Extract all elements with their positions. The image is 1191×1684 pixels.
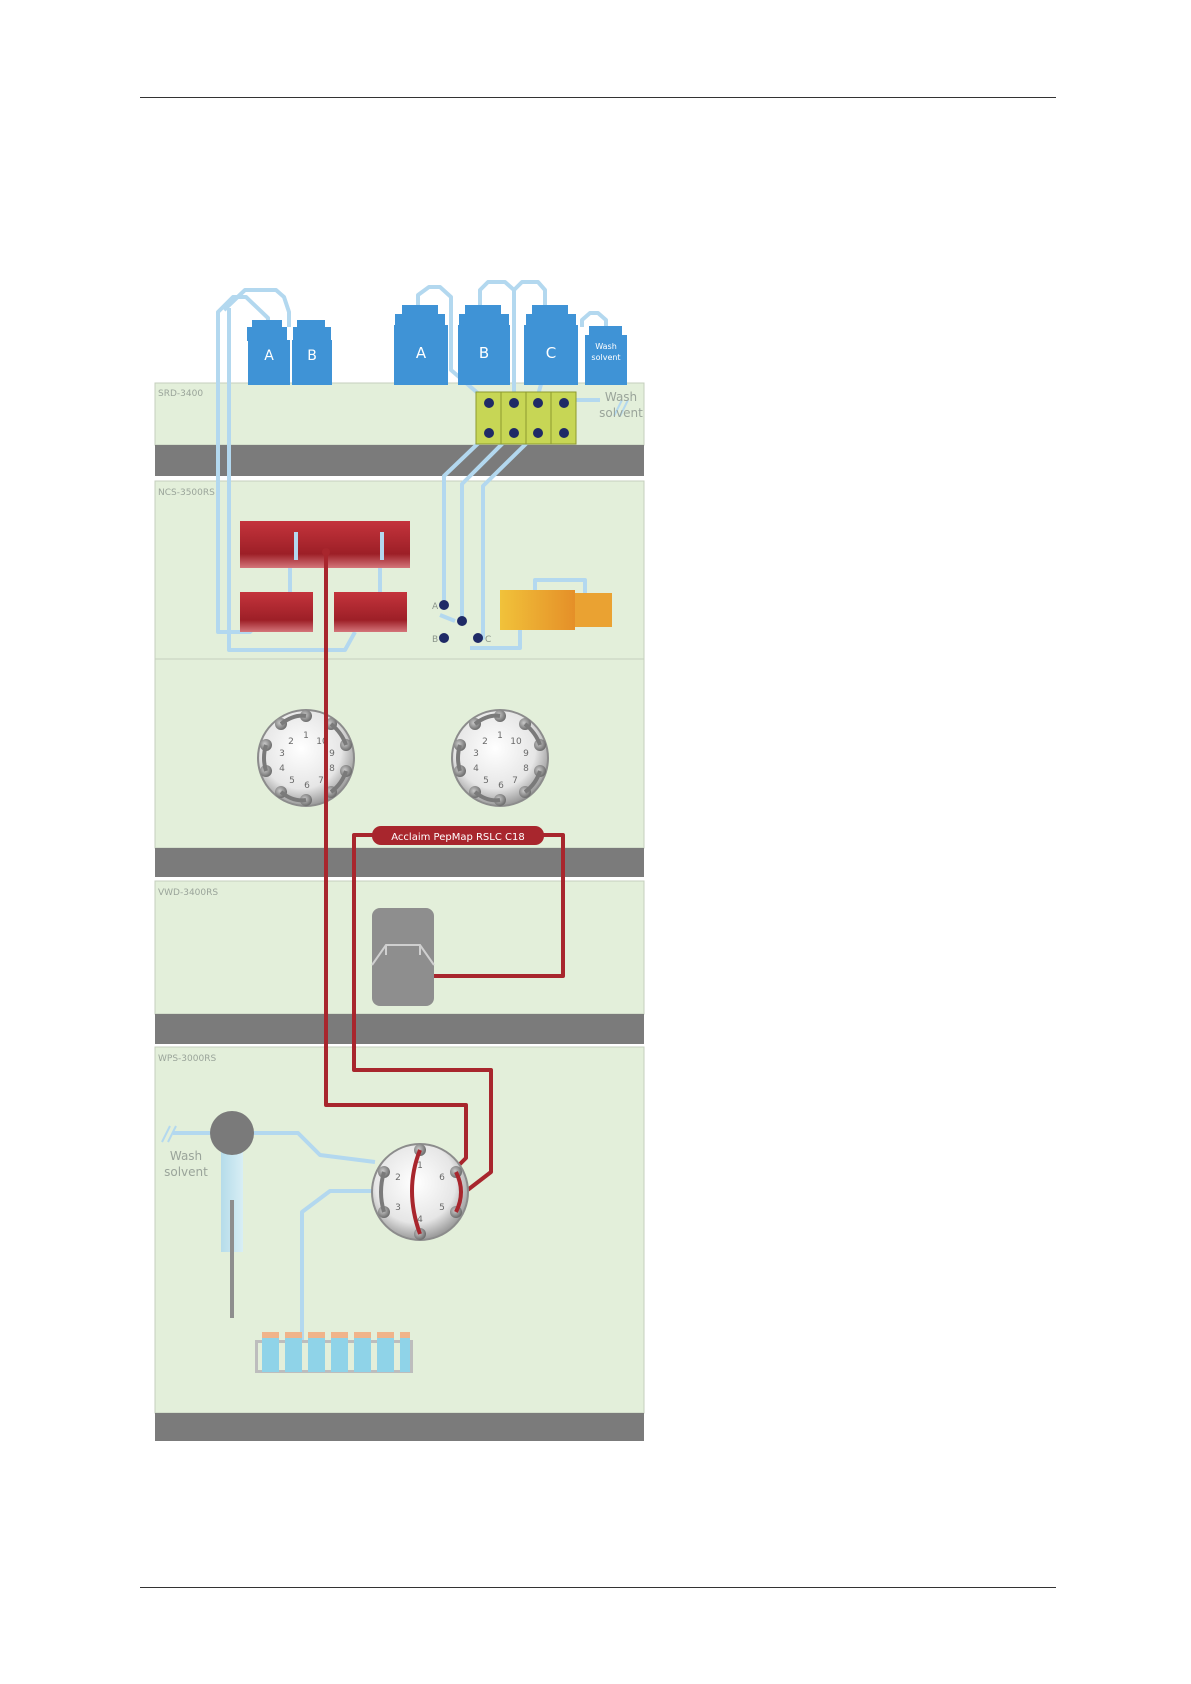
large-bottle-a: A <box>394 305 448 385</box>
wash-bottle-label-1: Wash <box>595 342 617 351</box>
valve-left-num-5: 5 <box>289 776 295 786</box>
degasser-block <box>476 392 576 444</box>
valve-left-num-7: 7 <box>318 776 324 786</box>
wps-wash-label-1: Wash <box>170 1149 202 1163</box>
srd-label: SRD-3400 <box>158 389 203 399</box>
valve-right-num-10: 10 <box>510 737 522 747</box>
valve-left-num-9: 9 <box>329 749 335 759</box>
detector-flow-cell <box>372 908 434 1006</box>
pump-right <box>334 592 407 632</box>
valve-right-num-5: 5 <box>483 776 489 786</box>
valve-right-num-2: 2 <box>482 737 488 747</box>
large-bottle-c-label: C <box>546 344 556 362</box>
wash-bottle-label-2: solvent <box>591 353 620 362</box>
wps-injection-valve: 1 2 3 4 5 6 <box>372 1144 468 1240</box>
column: Acclaim PepMap RSLC C18 <box>372 826 544 845</box>
ncs-label: NCS-3500RS <box>158 488 215 498</box>
wps-valve-num-2: 2 <box>395 1173 401 1183</box>
small-bottle-b-label: B <box>307 348 317 364</box>
valve-right-num-4: 4 <box>473 764 479 774</box>
valve-right-num-3: 3 <box>473 749 479 759</box>
valve-left-num-6: 6 <box>304 781 310 791</box>
wps-valve-num-4: 4 <box>417 1215 423 1225</box>
small-bottle-a: A <box>247 320 290 385</box>
column-label: Acclaim PepMap RSLC C18 <box>391 832 524 843</box>
small-bottle-b: B <box>292 320 332 385</box>
valve-right-num-9: 9 <box>523 749 529 759</box>
large-bottle-b: B <box>458 305 510 385</box>
small-bottle-a-label: A <box>264 348 274 364</box>
wash-bottle: Wash solvent <box>585 326 627 385</box>
valve-right-num-8: 8 <box>523 764 529 774</box>
valve-right-num-1: 1 <box>497 731 503 741</box>
valve-left-num-2: 2 <box>288 737 294 747</box>
wps-valve-num-1: 1 <box>417 1161 423 1171</box>
large-bottle-a-label: A <box>416 344 427 362</box>
valve-left-num-1: 1 <box>303 731 309 741</box>
large-bottle-c: C <box>524 305 578 385</box>
ncs-port-b-label: B <box>432 635 438 645</box>
pump-left <box>240 592 313 632</box>
wps-valve-num-6: 6 <box>439 1173 445 1183</box>
ncs-port-c-label: C <box>485 635 491 645</box>
large-bottle-b-label: B <box>479 344 489 362</box>
srd-wash-label-1: Wash <box>605 390 637 404</box>
wps-valve-num-3: 3 <box>395 1203 401 1213</box>
valve-left-num-8: 8 <box>329 764 335 774</box>
wps-label: WPS-3000RS <box>158 1054 216 1064</box>
srd-wash-label-2: solvent <box>599 406 643 420</box>
flow-meter <box>500 590 612 630</box>
valve-right-num-7: 7 <box>512 776 518 786</box>
valve-left-num-3: 3 <box>279 749 285 759</box>
wps-wash-label-2: solvent <box>164 1165 208 1179</box>
valve-right: 1 10 2 3 4 5 6 7 8 9 <box>452 710 548 806</box>
wps-valve-num-5: 5 <box>439 1203 445 1213</box>
ncs-port-a-label: A <box>432 602 439 612</box>
pump-outlet-node <box>322 548 330 556</box>
valve-right-num-6: 6 <box>498 781 504 791</box>
vwd-label: VWD-3400RS <box>158 888 218 898</box>
sample-rack <box>255 1332 413 1373</box>
valve-left-num-4: 4 <box>279 764 285 774</box>
valve-left: 1 10 2 3 4 5 6 7 8 9 <box>258 710 354 806</box>
